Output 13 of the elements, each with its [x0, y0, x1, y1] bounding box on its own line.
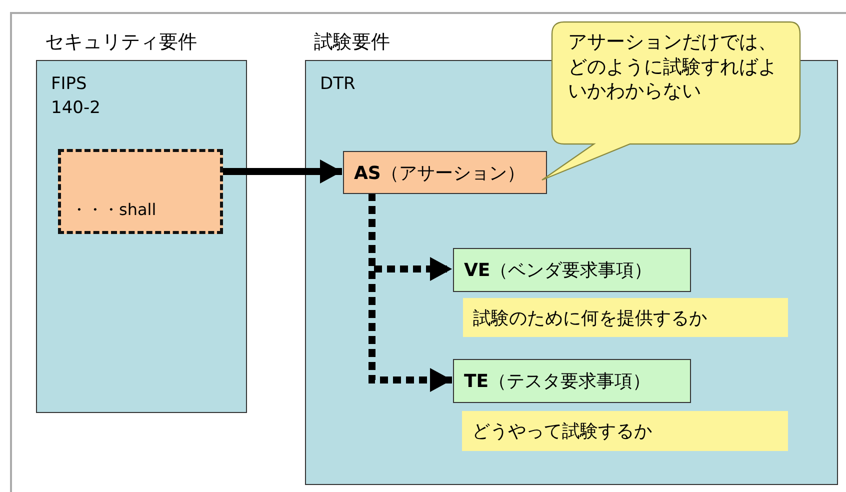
panel-heading: 試験要件 — [314, 30, 390, 55]
note-box: どうやって試験するか — [462, 411, 788, 451]
requirement-box: TE（テスタ要求事項） — [453, 359, 691, 403]
note-box: 試験のために何を提供するか — [463, 298, 788, 337]
panel-label: DTR — [320, 73, 356, 96]
panel-heading: セキュリティ要件 — [45, 30, 197, 55]
panel-label: FIPS 140-2 — [51, 73, 102, 120]
callout-text: アサーションだけでは、どのように試験すればよいかわからない — [568, 30, 778, 104]
requirement-box: VE（ベンダ要求事項） — [453, 248, 691, 292]
callout-tooltip — [540, 20, 802, 182]
requirement-box: ・・・shall — [58, 149, 223, 234]
assertion-box: AS（アサーション） — [343, 151, 547, 194]
arrow — [222, 160, 342, 184]
